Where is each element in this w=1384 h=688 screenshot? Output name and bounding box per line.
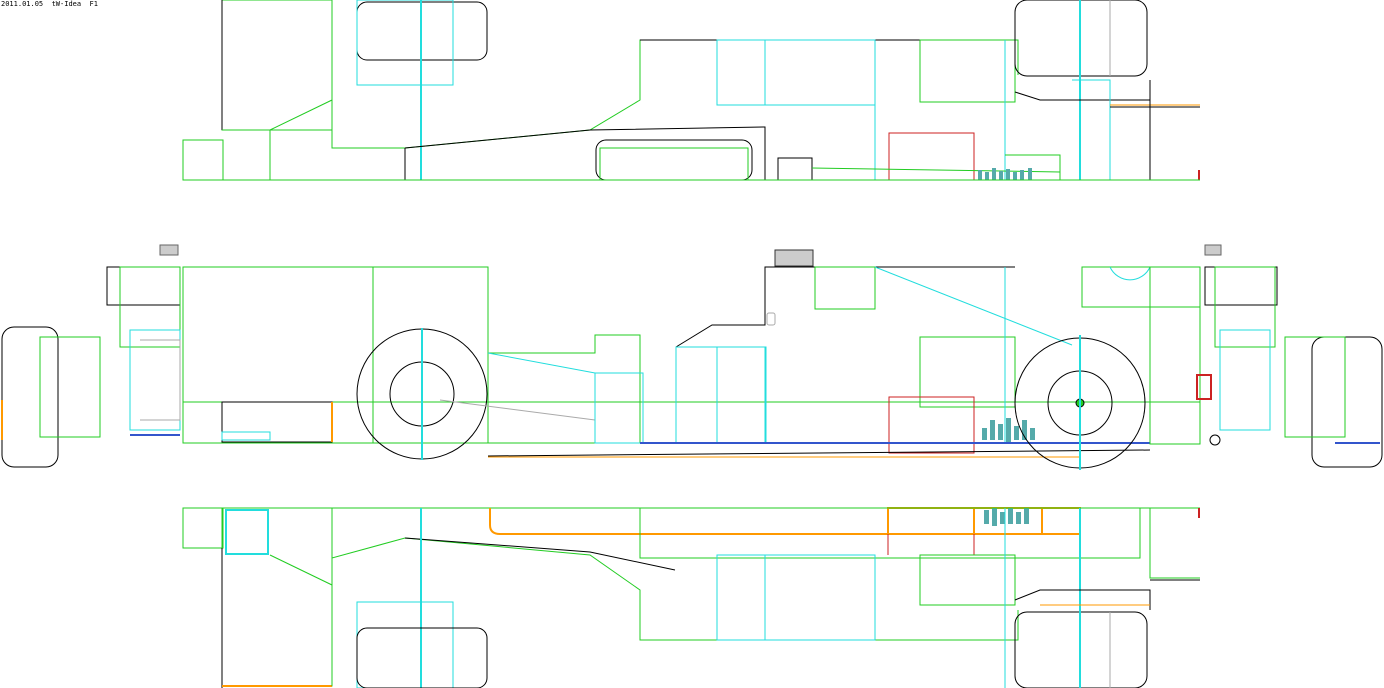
fuel-cell-marker: [888, 132, 975, 181]
nose-upper: [1081, 266, 1201, 308]
rear-tyre-side: [1, 326, 59, 468]
rear-diffuser-lower: [182, 507, 224, 549]
sidepod-side: [488, 334, 641, 444]
body-side-contour-lower: [331, 537, 1019, 641]
rear-wing-lower: [221, 507, 333, 687]
body-side-edge: [640, 39, 1016, 75]
top-plan-lower-view: [182, 507, 1200, 688]
rear-tyre-hub: [356, 0, 454, 86]
cockpit-frame: [716, 39, 876, 106]
rear-wing-element: [119, 266, 181, 348]
stamp-title: tW-Idea F1: [51, 0, 98, 8]
radiator-inlet: [595, 139, 753, 181]
airbox-intake: [774, 249, 814, 267]
cockpit-frame-lower: [716, 554, 876, 641]
front-pivot: [1209, 434, 1221, 446]
nose-marker: [1196, 374, 1212, 400]
floor-lower: [639, 507, 1141, 559]
gearbox-teeth-side: [982, 418, 1035, 442]
rear-wing-taper-lower: [269, 554, 333, 686]
front-wing-endplate: [1204, 266, 1278, 306]
front-suspension-lower: [1014, 589, 1151, 610]
sidepod-top: [404, 126, 766, 180]
rear-wing-outline: [221, 0, 333, 131]
sidepod-line: [487, 352, 596, 374]
seat-block: [777, 157, 813, 181]
exhaust-pipe: [221, 431, 271, 441]
front-nose-frame: [1072, 79, 1111, 180]
front-structure: [1284, 336, 1346, 438]
cockpit-inner: [764, 39, 876, 106]
fuel-tank-outline: [489, 508, 889, 535]
radiator-core: [599, 147, 749, 181]
engine-cover-step: [814, 266, 876, 310]
rear-structure: [39, 336, 101, 438]
front-suspension: [1014, 80, 1151, 101]
sidepod-cooler: [594, 372, 644, 444]
rear-diffuser: [182, 139, 224, 181]
nose-arc: [1109, 266, 1151, 281]
fuel-tank-tip: [1041, 507, 1081, 535]
gearbox-casing: [129, 329, 181, 431]
front-tyre-side: [1311, 336, 1383, 468]
rear-wing-flap-side: [159, 244, 179, 256]
sidepod-hidden: [439, 399, 596, 421]
mirror: [766, 312, 776, 326]
fuel-cell-side: [888, 396, 975, 454]
gearbox-hidden: [140, 339, 181, 421]
floor-plank: [811, 167, 1061, 173]
plank-side: [487, 449, 1151, 457]
rear-wing-endplate: [106, 266, 181, 306]
rear-tyre-hub-lower: [356, 601, 454, 688]
nose-box: [1149, 266, 1201, 445]
top-plan-upper-view: [182, 0, 1200, 181]
fuel-tank-section: [887, 507, 975, 535]
front-wing-support: [1219, 329, 1271, 431]
gearbox-teeth-upper: [978, 168, 1032, 180]
rear-tyre-lower: [356, 627, 488, 688]
cockpit-profile: [675, 266, 1015, 348]
engine-bay-outline: [182, 266, 489, 444]
exhaust-box: [221, 401, 333, 443]
cockpit-opening: [675, 346, 767, 444]
gearbox-teeth-lower: [984, 508, 1029, 526]
body-side-contour: [331, 39, 1019, 149]
radiator-side: [919, 336, 1016, 408]
front-floor: [1005, 154, 1061, 180]
drawing-stamp: 2011.01.05 tW-Idea F1: [1, 0, 98, 8]
rear-light-lower: [225, 509, 269, 555]
airbox-block-lower: [919, 554, 1016, 606]
rear-wing-taper: [222, 0, 333, 131]
driver-area: [716, 346, 766, 444]
nose-lower: [1080, 507, 1200, 579]
front-wing-element: [1214, 266, 1276, 348]
engine-cover-slope: [874, 266, 1073, 346]
front-wing-flap-side: [1204, 244, 1222, 256]
side-elevation-view: [1, 244, 1383, 470]
airbox-block: [919, 39, 1016, 103]
stamp-date: 2011.01.05: [1, 0, 44, 8]
cockpit-inner-lower: [764, 554, 876, 641]
sidepod-lower-line: [404, 537, 676, 571]
